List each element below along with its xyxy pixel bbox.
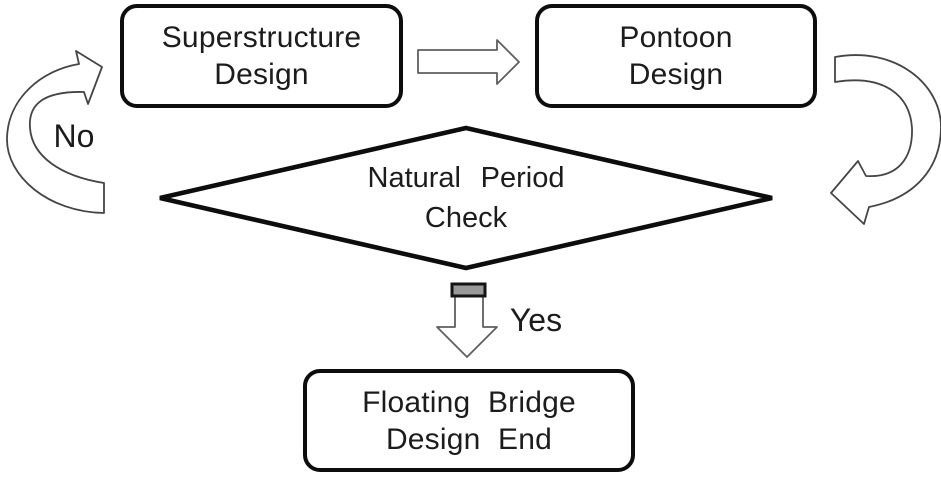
decision-diamond-shape xyxy=(159,125,773,271)
node-pontoon-design: Pontoon Design xyxy=(535,4,817,108)
node-superstructure-design: Superstructure Design xyxy=(120,4,403,108)
node-floating-bridge-design-end-line2: Design End xyxy=(385,422,553,456)
right-block-arrow-icon xyxy=(417,39,520,85)
node-pontoon-design-line2: Design xyxy=(628,58,724,91)
node-floating-bridge-design-end: Floating Bridge Design End xyxy=(303,369,635,472)
node-superstructure-design-line1: Superstructure xyxy=(161,21,362,54)
curved-up-arrow-icon xyxy=(6,50,105,214)
node-natural-period-check-label: Natural Period Check xyxy=(266,158,666,238)
edge-label-yes: Yes xyxy=(509,302,563,338)
node-natural-period-check-line2: Check xyxy=(424,202,508,234)
edge-label-no: No xyxy=(53,118,95,154)
node-superstructure-design-line2: Design xyxy=(214,58,309,91)
curved-down-arrow-icon xyxy=(830,54,941,225)
down-arrow-cap-icon xyxy=(450,282,487,298)
node-floating-bridge-design-end-line1: Floating Bridge xyxy=(362,385,576,419)
down-block-arrow-icon xyxy=(436,294,498,358)
node-pontoon-design-line1: Pontoon xyxy=(619,21,733,54)
node-natural-period-check-line1: Natural Period xyxy=(367,162,565,194)
